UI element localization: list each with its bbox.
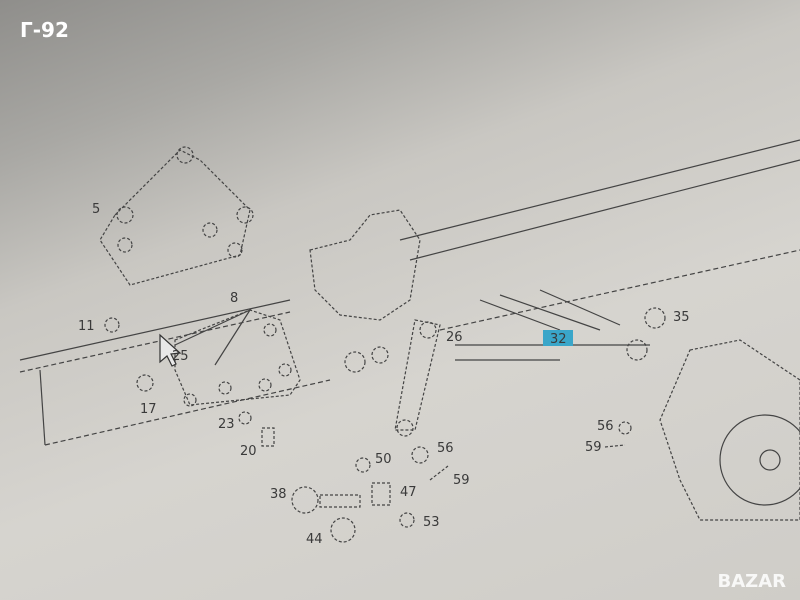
label-8[interactable]: 8 <box>230 291 238 306</box>
mouse-cursor-icon <box>159 333 182 367</box>
label-17[interactable]: 17 <box>140 402 157 417</box>
label-50[interactable]: 50 <box>375 452 392 467</box>
small-parts <box>104 307 666 543</box>
label-32[interactable]: 32 <box>550 332 567 347</box>
label-5[interactable]: 5 <box>92 202 100 217</box>
highlight-part-32[interactable] <box>543 330 573 346</box>
overlay-code: Г-92 <box>20 18 69 42</box>
label-56[interactable]: 56 <box>437 441 454 456</box>
watermark-logo: BAZAR <box>717 571 787 592</box>
bracket-part-5 <box>99 146 254 286</box>
frame-rail <box>19 139 800 446</box>
label-35[interactable]: 35 <box>673 310 690 325</box>
label-20[interactable]: 20 <box>240 444 257 459</box>
label-44[interactable]: 44 <box>306 532 323 547</box>
wheel-hub <box>659 339 800 521</box>
label-59[interactable]: 59 <box>453 473 470 488</box>
label-59-right[interactable]: 59 <box>585 440 602 455</box>
label-47[interactable]: 47 <box>400 485 417 500</box>
label-26[interactable]: 26 <box>446 330 463 345</box>
label-56-right[interactable]: 56 <box>597 419 614 434</box>
label-23[interactable]: 23 <box>218 417 235 432</box>
plate-part-8 <box>174 308 301 407</box>
pitman-arm-part-26 <box>394 319 441 437</box>
label-25[interactable]: 25 <box>172 349 189 364</box>
label-53[interactable]: 53 <box>423 515 440 530</box>
steering-box <box>309 209 421 321</box>
label-11[interactable]: 11 <box>78 319 95 334</box>
label-38[interactable]: 38 <box>270 487 287 502</box>
